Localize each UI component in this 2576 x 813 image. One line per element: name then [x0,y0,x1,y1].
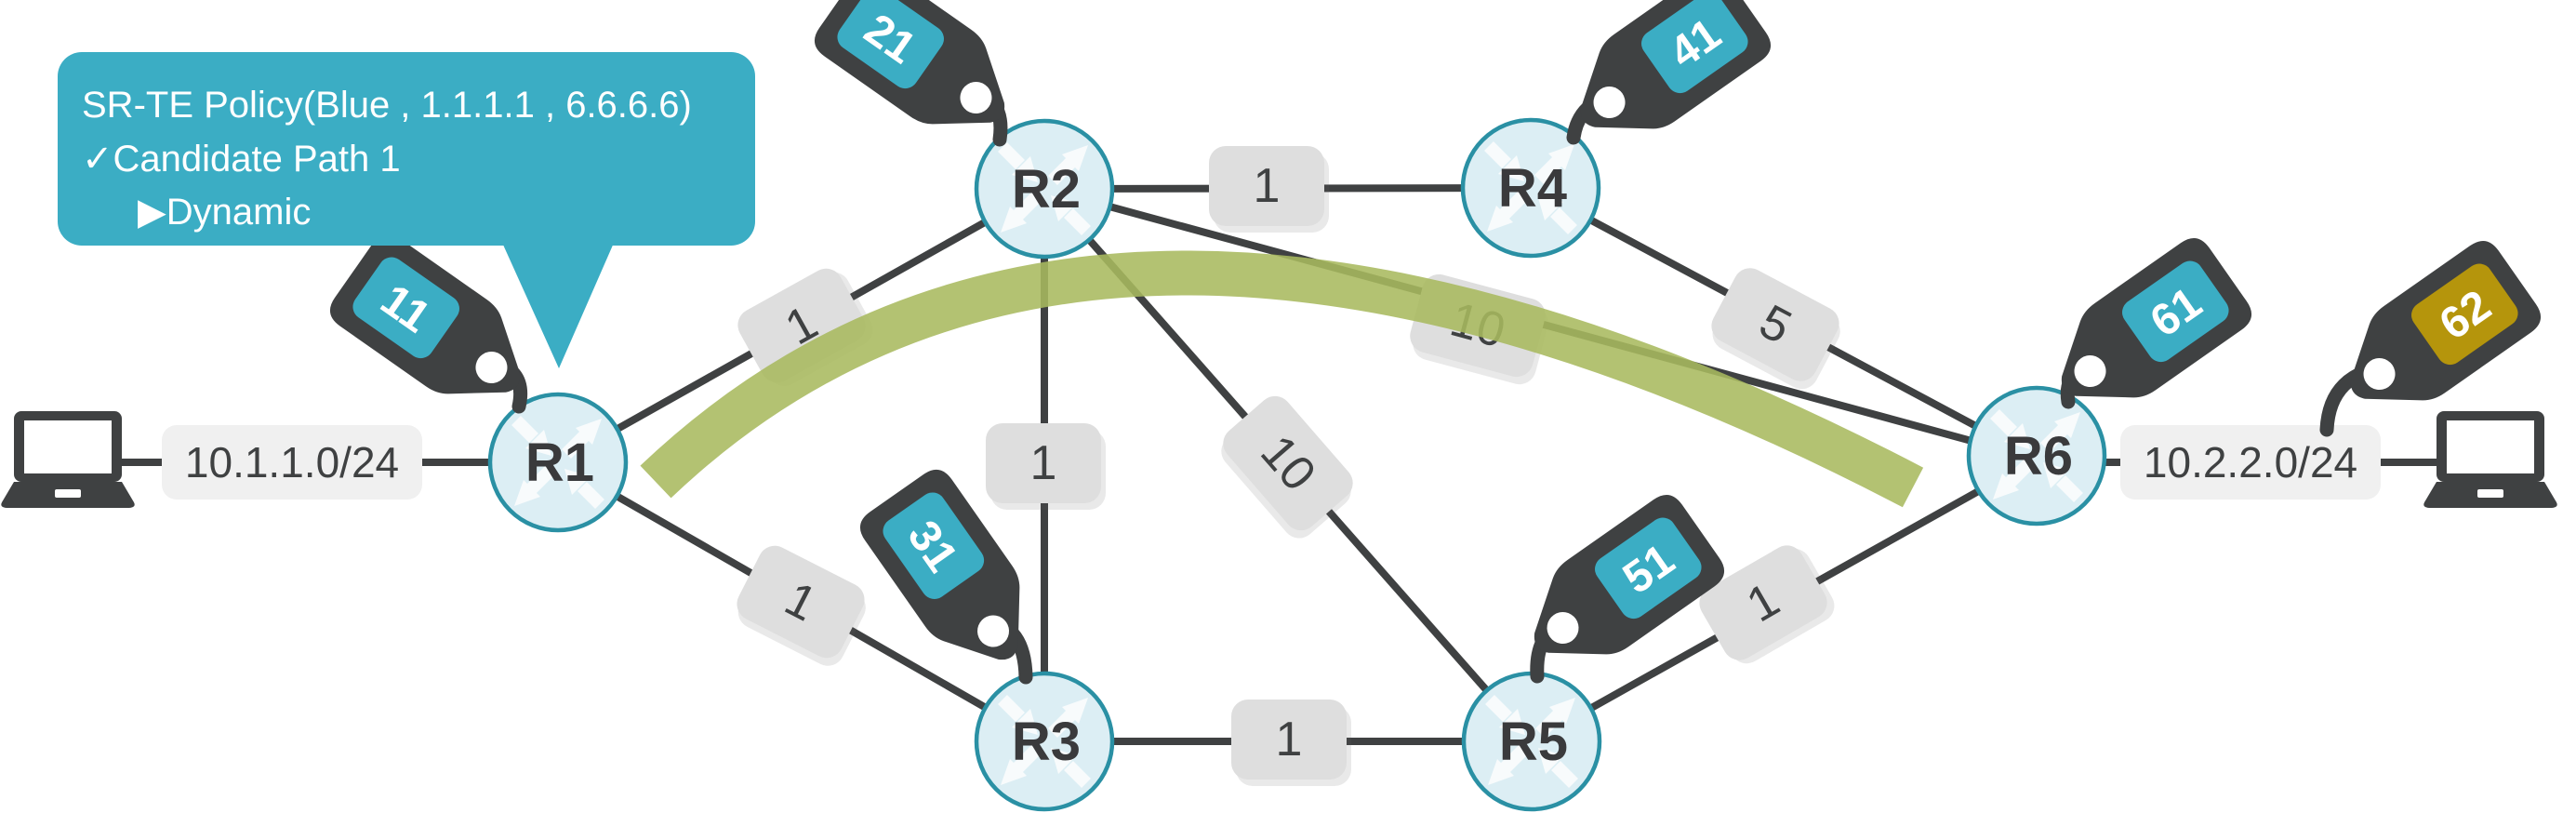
router-label: R3 [1012,712,1081,772]
cost-label-bg [1231,700,1347,780]
cost-label-text: 1 [1030,436,1057,490]
tag-hole [2074,355,2106,388]
router-icon [1990,409,2083,502]
cost-label-text: 1 [1254,159,1281,213]
cost-label-bg [1711,268,1839,381]
cost-label-bg [986,423,1101,503]
router-icon [511,416,604,509]
sid-tag-51: 51 [1530,494,1725,684]
router-r5: R5 [1461,671,1602,812]
router-label: R2 [1012,159,1081,220]
cost-label-r3-r5: 1 [1231,700,1351,786]
sid-tag-31: 31 [859,469,1033,685]
tag-hole [1547,612,1579,645]
tag-hole [960,82,992,114]
router-icon [1485,695,1578,788]
callout-pointer [498,234,617,368]
cost-label-r2-r4: 1 [1209,146,1329,233]
cost-label-bg [1223,395,1353,531]
cost-label-r4-r6: 5 [1711,268,1840,390]
sid-tag-11: 11 [329,233,528,414]
router-r6: R6 [1966,385,2107,526]
cost-label-r1-r3: 1 [737,545,866,666]
prefix-labels: 10.1.1.0/24 10.2.2.0/24 [162,425,2381,500]
tag-hole [475,352,508,384]
tag-inner [1641,0,1748,94]
tag-inner [837,0,944,89]
router-icon [998,142,1091,235]
laptop-notch [55,489,81,498]
laptop-left-icon [1,411,135,508]
prefix-label-text: 10.1.1.0/24 [185,438,399,486]
router-r2: R2 [974,118,1115,260]
tag-inner [883,492,985,599]
laptop-right-icon [2423,411,2557,508]
prefix-label-right: 10.2.2.0/24 [2120,425,2381,500]
router-label: R4 [1498,158,1567,219]
routers: R1 R2 R3 [487,117,2107,812]
laptop-notch [2477,489,2503,498]
router-label: R5 [1499,712,1568,772]
tag-inner [1595,517,1702,620]
sid-tags: 11 21 31 [329,0,2542,685]
laptop-screen-inner [24,420,112,473]
tag-inner [2122,260,2229,363]
cost-label-bg [737,545,865,659]
hosts [1,411,2557,508]
callout-bubble [58,52,755,246]
router-r4: R4 [1460,117,1601,259]
srte-path-highlight [640,250,1924,508]
router-r1: R1 [487,392,629,533]
tag-inner [2411,263,2518,366]
tag-hole [977,615,1010,647]
router-icon [1484,141,1577,234]
laptop-screen-inner [2447,420,2534,473]
sid-tag-61: 61 [2060,237,2252,409]
cost-label-r2-r3: 1 [986,423,1106,510]
cost-label-r1-r2: 1 [737,268,873,386]
cost-label-bg [1209,146,1324,226]
cost-label-bg [737,268,866,383]
router-r3: R3 [974,671,1115,812]
tag-hole [1593,87,1626,119]
callout-line-1: SR-TE Policy(Blue , 1.1.1.1 , 6.6.6.6) [82,85,692,126]
callout-line-3: ▶Dynamic [138,192,311,233]
prefix-label-text: 10.2.2.0/24 [2144,438,2357,486]
cost-label-r5-r6: 1 [1699,545,1835,664]
tag-hole [2363,358,2396,391]
prefix-label-left: 10.1.1.0/24 [162,425,422,500]
router-icon [998,695,1091,788]
router-label: R1 [525,433,594,493]
cost-label-r2-r5: 10 [1221,395,1353,539]
sid-tag-21: 21 [814,0,1008,147]
cost-labels: 1 1 1 1 10 10 5 [737,146,1840,786]
tag-inner [352,257,459,359]
prefix-label-bg [162,425,422,500]
srte-policy-callout: SR-TE Policy(Blue , 1.1.1.1 , 6.6.6.6) ✓… [58,52,755,368]
callout-line-2: ✓Candidate Path 1 [82,139,401,180]
sid-tag-62: 62 [2319,240,2542,437]
router-label: R6 [2004,426,2073,486]
cost-label-text: 1 [1276,713,1303,766]
prefix-label-bg [2120,425,2381,500]
sid-tag-41: 41 [1566,0,1772,145]
cost-label-bg [1699,545,1827,660]
